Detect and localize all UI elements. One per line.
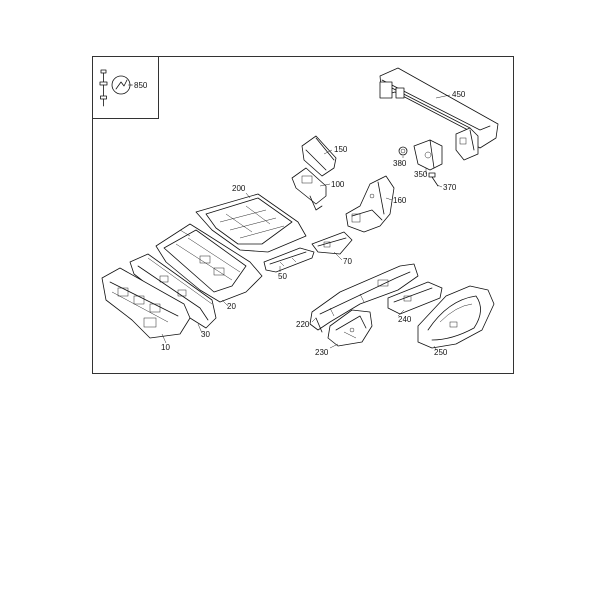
part-labels: 850 450 150 380 100 350 370 200 160 70 5… (134, 81, 466, 357)
label-850: 850 (134, 81, 148, 90)
label-220: 220 (296, 320, 310, 329)
label-150: 150 (334, 145, 348, 154)
leader-lines (128, 84, 451, 351)
part-70-crossmember[interactable] (311, 231, 353, 255)
label-240: 240 (398, 315, 412, 324)
label-70: 70 (343, 257, 352, 266)
fastener-inset-box (93, 57, 159, 119)
label-370: 370 (443, 183, 457, 192)
label-200: 200 (232, 184, 246, 193)
part-50-crossmember[interactable] (263, 247, 315, 273)
part-370-bolt[interactable] (428, 172, 439, 187)
part-380-nut[interactable] (398, 146, 408, 156)
part-850-bolt[interactable] (99, 69, 133, 107)
part-200-floor-panel[interactable] (195, 193, 307, 253)
part-240-bracket[interactable] (387, 281, 443, 315)
part-220-rear-side-member[interactable] (309, 263, 419, 333)
part-100-bracket[interactable] (291, 167, 327, 211)
label-10: 10 (161, 343, 170, 352)
label-30: 30 (201, 330, 210, 339)
label-20: 20 (227, 302, 236, 311)
label-160: 160 (393, 196, 407, 205)
part-350-bracket[interactable] (413, 139, 443, 171)
label-450: 450 (452, 90, 466, 99)
label-250: 250 (434, 348, 448, 357)
label-100: 100 (331, 180, 345, 189)
part-150-bracket[interactable] (301, 135, 337, 177)
part-450-rear-crossmember[interactable] (379, 67, 499, 161)
label-380: 380 (393, 159, 407, 168)
label-350: 350 (414, 170, 428, 179)
part-230-panel[interactable] (327, 309, 373, 347)
part-250-wheel-house[interactable] (417, 285, 495, 349)
label-50: 50 (278, 272, 287, 281)
part-20-center-floor[interactable] (155, 223, 263, 303)
label-230: 230 (315, 348, 329, 357)
part-160-side-bracket[interactable] (345, 175, 395, 233)
part-10-side-panel[interactable] (101, 267, 191, 339)
